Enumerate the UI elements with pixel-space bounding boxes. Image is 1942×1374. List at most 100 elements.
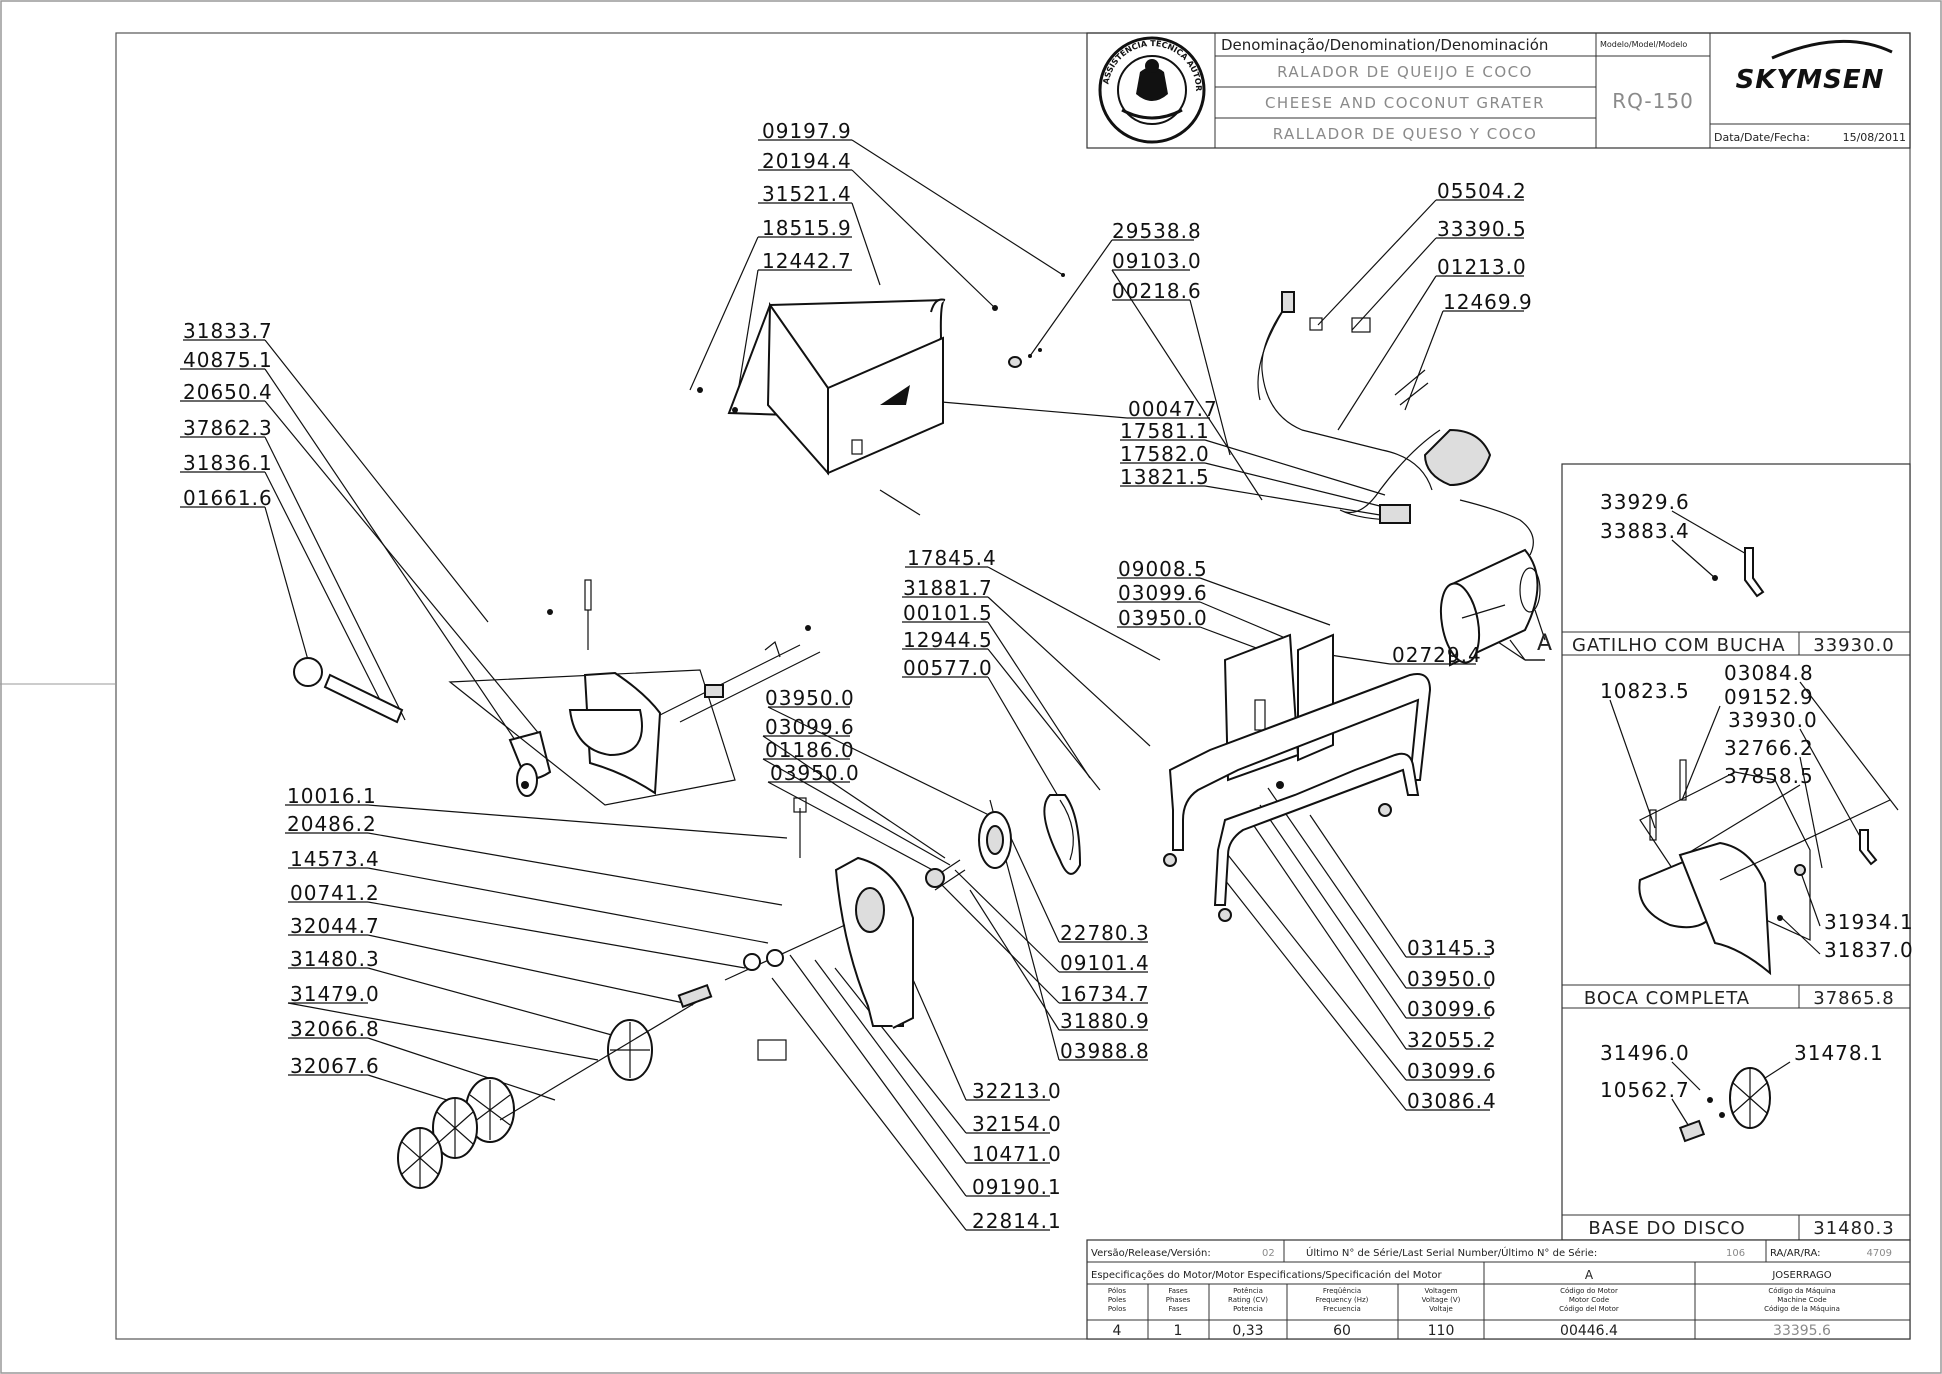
motor-letter: A xyxy=(1585,1268,1594,1282)
part-label: 00741.2 xyxy=(290,881,380,905)
part-label: 16734.7 xyxy=(1060,982,1150,1006)
part-label: 20486.2 xyxy=(287,812,377,836)
part-label: 12944.5 xyxy=(903,628,993,652)
part-label: 09008.5 xyxy=(1118,557,1208,581)
version-value: 02 xyxy=(1262,1248,1275,1259)
col-power-pt: Potência xyxy=(1233,1287,1263,1295)
leader-lines xyxy=(180,139,1545,1231)
part-label: 03988.8 xyxy=(1060,1039,1150,1063)
inset-base-code: 31480.3 xyxy=(1813,1218,1894,1239)
col-phases-es: Fases xyxy=(1168,1305,1188,1313)
base-frame-drawing xyxy=(1163,633,1432,922)
phases-value: 1 xyxy=(1174,1323,1183,1339)
part-label: 32044.7 xyxy=(290,914,380,938)
disc-32066 xyxy=(432,1097,478,1159)
part-label: 29538.8 xyxy=(1112,219,1202,243)
part-label: 31880.9 xyxy=(1060,1009,1150,1033)
col-phases-pt: Fases xyxy=(1168,1287,1188,1295)
part-label: 09103.0 xyxy=(1112,249,1202,273)
col-phases-en: Phases xyxy=(1166,1296,1191,1304)
part-label: 01661.6 xyxy=(183,486,273,510)
col-machine-code-es: Código de la Máquina xyxy=(1764,1305,1840,1313)
inset-part-label: 32766.2 xyxy=(1724,736,1814,760)
serial-label: Último N° de Série/Last Serial Number/Úl… xyxy=(1306,1246,1597,1259)
frequency-value: 60 xyxy=(1333,1323,1351,1339)
col-poles-es: Polos xyxy=(1108,1305,1126,1313)
part-label: 31479.0 xyxy=(290,982,380,1006)
part-label: 05504.2 xyxy=(1437,179,1527,203)
part-label: 37862.3 xyxy=(183,416,273,440)
inset-part-label: 31496.0 xyxy=(1600,1041,1690,1065)
inset-part-label: 09152.9 xyxy=(1724,685,1814,709)
inset-base-title: BASE DO DISCO xyxy=(1588,1218,1745,1239)
disc-32067 xyxy=(397,1127,443,1189)
title-block: ASSISTÊNCIA TÉCNICA AUTORIZADA Denominaç… xyxy=(0,0,1911,149)
part-label: 20650.4 xyxy=(183,380,273,404)
authorized-service-seal: ASSISTÊNCIA TÉCNICA AUTORIZADA xyxy=(0,0,1206,144)
seal-text: ASSISTÊNCIA TÉCNICA AUTORIZADA xyxy=(0,0,1203,92)
part-label: 00047.7 xyxy=(1128,397,1218,421)
inset-panels: 33929.6 33883.4 GATILHO COM BUCHA 33930.… xyxy=(1561,463,1914,1241)
col-machine-code-pt: Código da Máquina xyxy=(1768,1287,1835,1295)
part-label: 09101.4 xyxy=(1060,951,1150,975)
part-label: 32213.0 xyxy=(972,1079,1062,1103)
part-label: 01186.0 xyxy=(765,738,855,762)
inset-base-do-disco: 31496.0 31478.1 10562.7 BASE DO DISCO 31… xyxy=(1588,1041,1894,1239)
part-label: 00218.6 xyxy=(1112,279,1202,303)
part-label: 10016.1 xyxy=(287,784,377,808)
part-label: 32055.2 xyxy=(1407,1028,1497,1052)
inset-part-label: 37858.5 xyxy=(1724,764,1814,788)
part-label: 17845.4 xyxy=(907,546,997,570)
cover-drawing xyxy=(697,273,1065,516)
feed-tube-drawing xyxy=(293,579,821,806)
motor-code-value: 00446.4 xyxy=(1560,1323,1618,1339)
model-header: Modelo/Model/Modelo xyxy=(1600,40,1687,49)
part-label: 03099.6 xyxy=(1118,581,1208,605)
inset-part-label: 10562.7 xyxy=(1600,1078,1690,1102)
inset-gatilho: 33929.6 33883.4 GATILHO COM BUCHA 33930.… xyxy=(1572,490,1894,656)
part-number-labels: 09197.9 20194.4 31521.4 18515.9 12442.7 … xyxy=(183,119,1532,1233)
inset-part-label: 31934.1 xyxy=(1824,910,1914,934)
col-freq-en: Frequency (Hz) xyxy=(1316,1296,1369,1304)
part-label: 00577.0 xyxy=(903,656,993,680)
part-label: 03145.3 xyxy=(1407,936,1497,960)
part-label: 13821.5 xyxy=(1120,465,1210,489)
part-label: 31480.3 xyxy=(290,947,380,971)
svg-text:ASSISTÊNCIA TÉCNICA AUTORIZADA: ASSISTÊNCIA TÉCNICA AUTORIZADA xyxy=(0,0,1203,92)
inset-part-label: 33930.0 xyxy=(1728,708,1818,732)
machine-code-value: 33395.6 xyxy=(1773,1323,1831,1339)
col-motor-code-en: Motor Code xyxy=(1569,1296,1609,1304)
part-label: 14573.4 xyxy=(290,847,380,871)
part-label: 02729.4 xyxy=(1392,643,1482,667)
col-poles-en: Poles xyxy=(1108,1296,1127,1304)
inset-part-label: 33883.4 xyxy=(1600,519,1690,543)
date-label: Data/Date/Fecha: xyxy=(1714,131,1810,144)
part-label: 03950.0 xyxy=(1118,606,1208,630)
part-label: 00101.5 xyxy=(903,601,993,625)
date-value: 15/08/2011 xyxy=(1843,131,1906,144)
denomination-header: Denominação/Denomination/Denominación xyxy=(1221,36,1548,54)
part-label: 17582.0 xyxy=(1120,442,1210,466)
col-volt-en: Voltage (V) xyxy=(1422,1296,1461,1304)
part-label: 33390.5 xyxy=(1437,217,1527,241)
part-label: 12442.7 xyxy=(762,249,852,273)
power-cord-and-switch-drawing xyxy=(1257,291,1534,556)
col-machine-code-en: Machine Code xyxy=(1777,1296,1826,1304)
part-label: 03086.4 xyxy=(1407,1089,1497,1113)
col-poles-pt: Pólos xyxy=(1108,1287,1126,1295)
inset-gatilho-title: GATILHO COM BUCHA xyxy=(1572,635,1786,656)
part-label: 03950.0 xyxy=(1407,967,1497,991)
col-freq-es: Frecuencia xyxy=(1323,1305,1361,1313)
inset-boca-code: 37865.8 xyxy=(1813,988,1894,1009)
part-label: 17581.1 xyxy=(1120,419,1210,443)
part-label: 03950.0 xyxy=(765,686,855,710)
part-label: 22780.3 xyxy=(1060,921,1150,945)
product-name-pt: RALADOR DE QUEIJO E COCO xyxy=(1277,63,1533,81)
model-code: RQ-150 xyxy=(1612,89,1694,113)
motor-callout-a: A xyxy=(1537,631,1552,656)
product-name-en: CHEESE AND COCONUT GRATER xyxy=(1265,94,1545,112)
version-label: Versão/Release/Versión: xyxy=(1091,1247,1211,1259)
grating-discs-drawing xyxy=(397,924,846,1189)
col-volt-pt: Voltagem xyxy=(1424,1287,1457,1295)
